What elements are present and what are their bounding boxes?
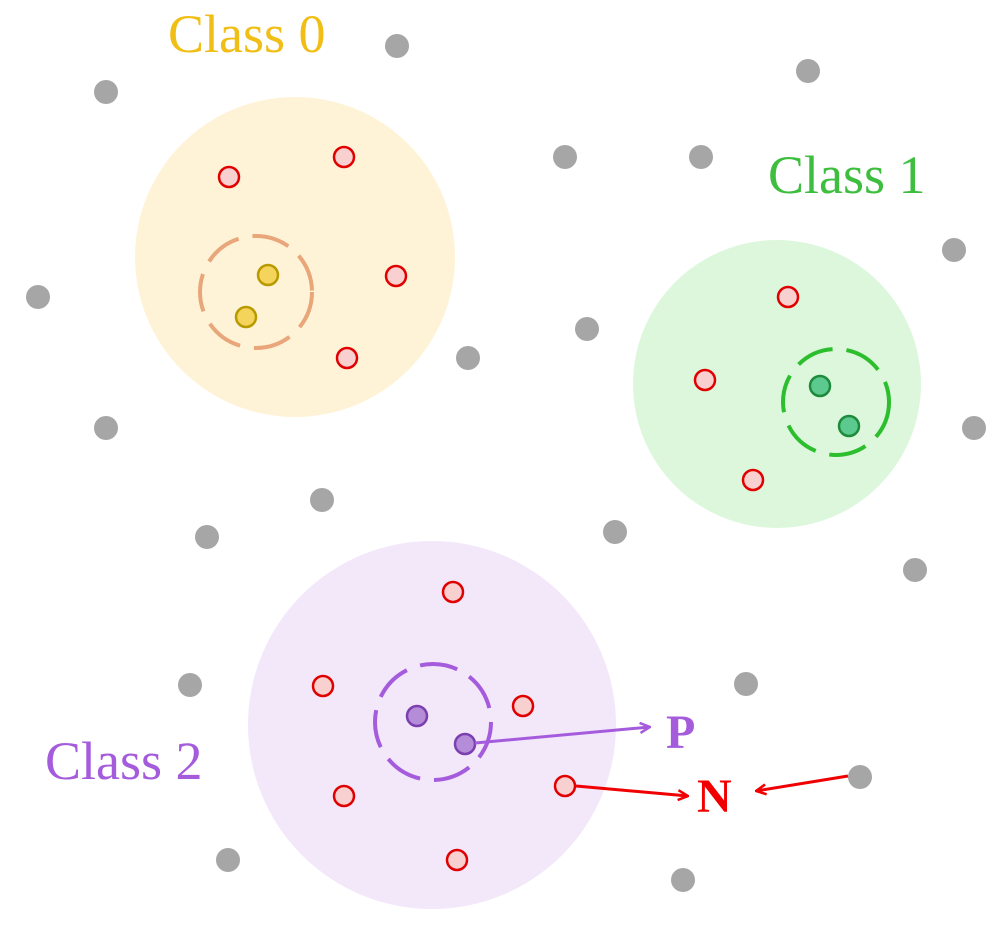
class-2-anchor-point: [453, 732, 477, 756]
gray-point: [575, 317, 599, 341]
negative-point: [511, 694, 535, 718]
gray-point: [216, 848, 240, 872]
gray-point: [178, 673, 202, 697]
class-1-points: [808, 374, 861, 438]
negative-point: [311, 674, 335, 698]
negative-points: [217, 145, 800, 872]
negative-point: [445, 848, 469, 872]
negative-point: [741, 468, 765, 492]
class-2-points: [405, 704, 477, 756]
negative-point: [332, 784, 356, 808]
class-0-label: Class 0: [168, 4, 326, 64]
gray-point: [603, 520, 627, 544]
gray-point: [456, 346, 480, 370]
gray-point: [94, 80, 118, 104]
gray-point: [195, 525, 219, 549]
class-2-region: [248, 541, 616, 909]
negative-arrow-left: [575, 784, 688, 796]
positive-label: P: [666, 706, 695, 759]
gray-point: [796, 59, 820, 83]
gray-point: [942, 238, 966, 262]
gray-point: [848, 765, 872, 789]
gray-point: [962, 416, 986, 440]
gray-point: [671, 868, 695, 892]
negative-arrow-right: [756, 774, 849, 791]
class-2-point: [405, 704, 429, 728]
class-1-region: [633, 240, 921, 528]
negative-point: [335, 346, 359, 370]
gray-point: [310, 488, 334, 512]
gray-point: [689, 145, 713, 169]
class-0-region: [135, 97, 455, 417]
gray-point: [903, 558, 927, 582]
class-1-anchor-ring: [781, 347, 891, 457]
negative-point: [553, 774, 577, 798]
class-0-point: [256, 263, 280, 287]
gray-point: [385, 34, 409, 58]
negative-point: [217, 165, 241, 189]
class-1-point: [837, 414, 861, 438]
gray-point: [734, 672, 758, 696]
negative-label: N: [697, 770, 732, 823]
class-0-anchor-ring: [198, 234, 314, 350]
negative-point: [332, 145, 356, 169]
gray-point: [94, 416, 118, 440]
gray-point: [26, 285, 50, 309]
negative-point: [776, 285, 800, 309]
class-1-label: Class 1: [768, 145, 926, 205]
class-0-points: [234, 263, 280, 329]
gray-point: [553, 145, 577, 169]
gray-points: [26, 34, 986, 892]
class-2-label: Class 2: [45, 731, 203, 791]
negative-point: [384, 264, 408, 288]
positive-arrow: [474, 727, 650, 745]
negative-point: [441, 580, 465, 604]
negative-point: [693, 368, 717, 392]
class-2-anchor-ring: [373, 662, 493, 782]
class-0-point: [234, 305, 258, 329]
class-1-point: [808, 374, 832, 398]
